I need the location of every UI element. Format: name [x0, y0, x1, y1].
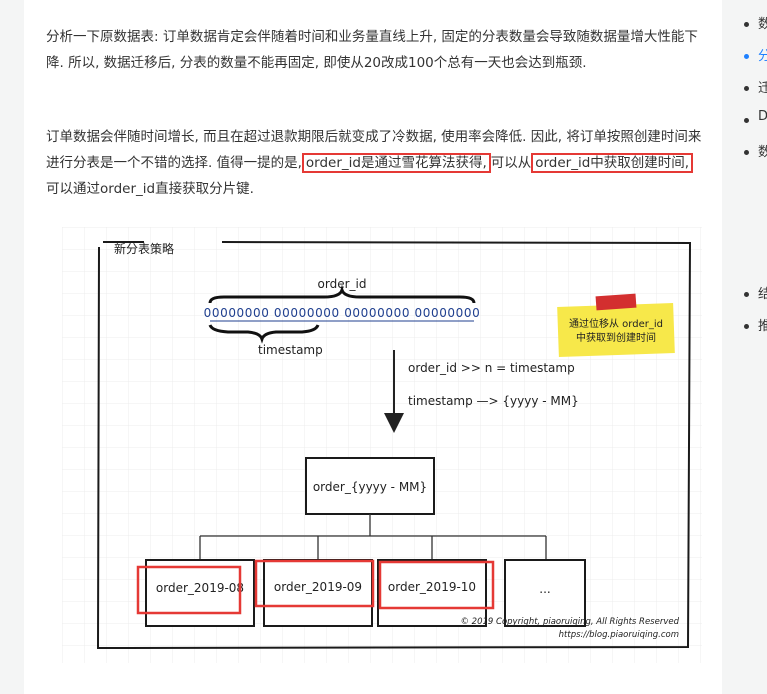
highlight-snowflake: order_id是通过雪花算法获得,	[301, 153, 491, 173]
highlight-box-2019-09	[254, 559, 375, 608]
highlight-box-2019-10	[378, 560, 495, 610]
paragraph-text: 可以通过order_id直接获取分片键.	[46, 181, 254, 197]
copyright-text: © 2019 Copyright, piaoruiqing, All Right…	[460, 617, 679, 627]
leaf-label-2019-09: order_2019-09	[274, 580, 362, 594]
copyright-url: https://blog.piaoruiqing.com	[559, 630, 679, 640]
frame-border	[96, 241, 692, 650]
bits-text: 00000000 00000000 00000000 00000000	[204, 306, 481, 320]
order-id-brace	[208, 284, 476, 304]
frame-title: 新分表策略	[114, 241, 174, 256]
leaf-table-box	[145, 559, 255, 627]
strategy-diagram: 新分表策略 order_id 00000000 00000000 0000000…	[62, 227, 702, 663]
order-id-label: order_id	[318, 277, 367, 291]
formula-shift: order_id >> n = timestamp	[408, 361, 575, 375]
sticky-note-line2: 中获取到创建时间	[576, 331, 656, 344]
highlight-create-time: order_id中获取创建时间,	[531, 153, 694, 173]
leaf-table-box	[504, 559, 586, 627]
timestamp-brace	[208, 324, 320, 344]
paragraph-strategy: 订单数据会伴随时间增长, 而且在超过退款期限后就变成了冷数据, 使用率会降低. …	[46, 124, 706, 202]
leaf-label-2019-08: order_2019-08	[156, 581, 244, 595]
leaf-table-box	[263, 559, 373, 627]
article-content: 分析一下原数据表: 订单数据肯定会伴随着时间和业务量直线上升, 固定的分表数量会…	[24, 0, 722, 694]
sticky-note-tape	[595, 293, 637, 311]
root-table-label: order_{yyyy - MM}	[313, 480, 427, 494]
root-table-box	[305, 457, 435, 515]
paragraph-text: 订单数据会伴随时间增长, 而且在超过退款期限后就变成了冷数据, 使用率会降低. …	[46, 129, 702, 171]
sharding-strategy-figure: 新分表策略 order_id 00000000 00000000 0000000…	[62, 227, 702, 663]
bullet-icon	[744, 54, 749, 59]
sticky-note-line1: 通过位移从 order_id	[569, 317, 663, 330]
highlight-box-2019-08	[136, 565, 242, 615]
bullet-icon	[744, 324, 749, 329]
leaf-label-more: ...	[539, 582, 550, 596]
paragraph-analysis: 分析一下原数据表: 订单数据肯定会伴随着时间和业务量直线上升, 固定的分表数量会…	[46, 29, 698, 71]
formula-format: timestamp —> {yyyy - MM}	[408, 394, 579, 408]
sticky-note	[557, 302, 675, 358]
bullet-icon	[744, 86, 749, 91]
paragraph-text: 可以从	[490, 155, 532, 171]
bullet-icon	[744, 22, 749, 27]
bullet-icon	[744, 118, 749, 123]
toc-sidebar: 数 分 迁 D 数 结 推	[722, 0, 767, 694]
timestamp-label: timestamp	[258, 343, 323, 357]
leaf-label-2019-10: order_2019-10	[388, 580, 476, 594]
bullet-icon	[744, 292, 749, 297]
leaf-table-box	[377, 559, 487, 627]
bullet-icon	[744, 150, 749, 155]
